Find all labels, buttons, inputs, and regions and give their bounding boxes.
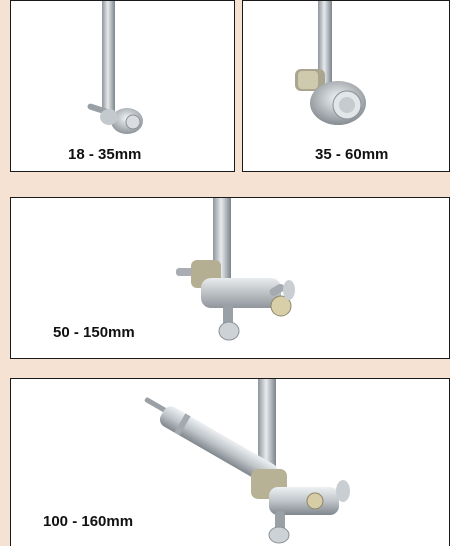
probe-head-image-large <box>176 198 295 341</box>
probe-card-35-60: 35 - 60mm <box>242 0 450 172</box>
probe-card-100-160: 100 - 160mm <box>10 378 450 546</box>
range-label: 100 - 160mm <box>43 513 134 530</box>
range-label: 18 - 35mm <box>68 146 142 163</box>
probe-card-50-150: 50 - 150mm <box>10 197 450 359</box>
range-label: 50 - 150mm <box>53 324 135 341</box>
probe-card-18-35: 18 - 35mm <box>10 0 235 172</box>
probe-head-image-small <box>87 1 143 134</box>
probe-head-image-extended <box>144 379 350 544</box>
range-label: 35 - 60mm <box>315 146 389 163</box>
probe-head-image-medium <box>295 1 366 125</box>
